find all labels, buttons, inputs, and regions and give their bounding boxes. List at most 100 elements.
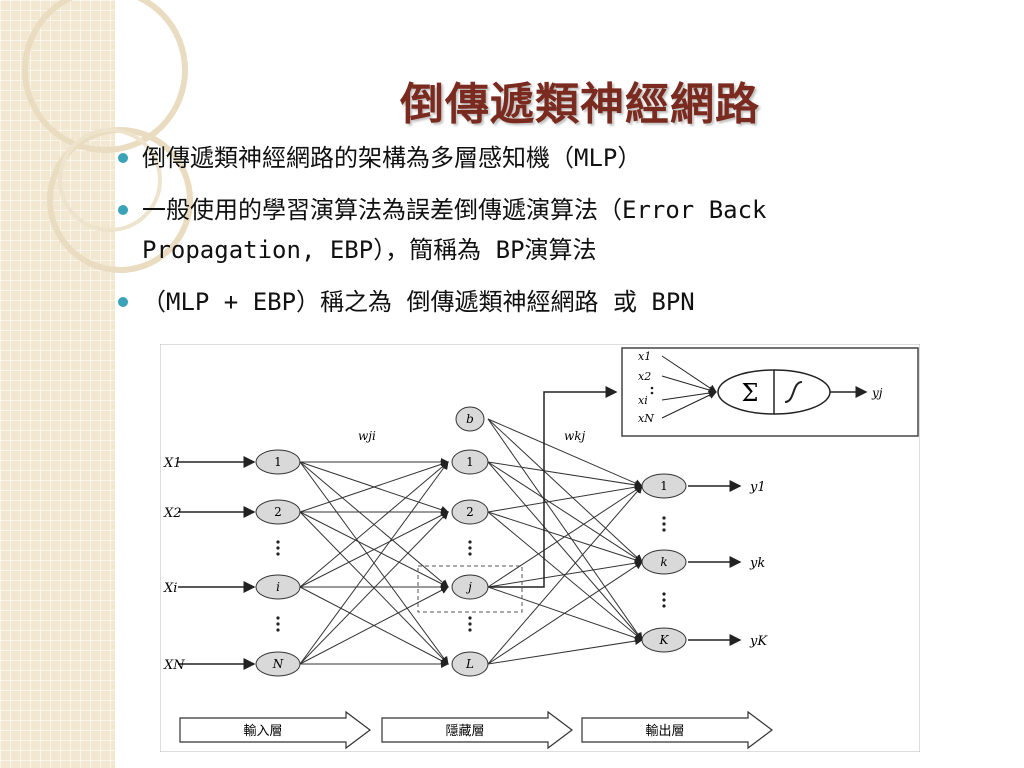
bullet-text: 倒傳遞類神經網路的架構為多層感知機（MLP）	[142, 144, 642, 172]
sigmoid-icon	[784, 381, 803, 403]
edge	[487, 418, 643, 563]
neuron-input-label: x2	[638, 370, 651, 383]
neuron-input-arrow	[661, 375, 717, 394]
edge	[487, 485, 643, 588]
ellipsis-dot	[276, 552, 280, 556]
hidden-node	[451, 574, 489, 600]
ellipsis-dot	[468, 616, 472, 620]
edge	[487, 483, 643, 513]
edge	[487, 511, 643, 641]
layer-arrow	[381, 710, 573, 750]
ellipsis-dot	[662, 604, 666, 608]
bullet-dot-icon	[118, 153, 128, 163]
ellipsis-dot	[468, 622, 472, 626]
input-node	[255, 651, 301, 677]
input-label: X2	[163, 506, 182, 521]
neuron-input-arrow	[661, 389, 717, 401]
layer-arrow	[581, 710, 773, 750]
output-label: yK	[749, 634, 768, 649]
hidden-node	[451, 449, 489, 475]
neuron-input-label: xi	[638, 394, 648, 407]
ellipsis-dot	[468, 552, 472, 556]
ellipsis-dot	[650, 386, 654, 390]
output-node	[641, 473, 687, 499]
layer-label: 輸入層	[243, 724, 282, 739]
layer-arrows: 輸入層 隱藏層 輸出層	[179, 710, 773, 750]
slide-title: 倒傳遞類神經網路	[400, 79, 760, 130]
edge	[487, 418, 643, 487]
bias-node	[455, 406, 485, 432]
edge	[487, 461, 643, 641]
bullet-text: （MLP + EBP）稱之為 倒傳遞類神經網路 或 BPN	[142, 288, 695, 316]
edge	[299, 460, 449, 513]
output-node-label: k	[660, 555, 667, 569]
edge	[487, 461, 643, 563]
input-node-label: i	[276, 580, 280, 594]
bullet-dot-icon	[118, 205, 128, 215]
ellipsis-dot	[276, 622, 280, 626]
highlight-connector	[490, 386, 618, 588]
bullet-item: 倒傳遞類神經網路的架構為多層感知機（MLP）	[112, 138, 932, 178]
output-node-label: K	[659, 633, 670, 647]
neuron-output-label: yj	[871, 386, 883, 400]
ellipsis-dot	[276, 628, 280, 632]
neuron-input-label: xN	[638, 412, 654, 425]
output-node	[641, 549, 687, 575]
highlight-box	[417, 565, 523, 613]
ellipsis-dot	[468, 540, 472, 544]
layer-label: 隱藏層	[445, 724, 484, 739]
hidden-node	[451, 651, 489, 677]
ellipsis-dot	[276, 546, 280, 550]
ellipsis-dot	[662, 592, 666, 596]
ellipsis-dot	[662, 522, 666, 526]
output-node	[641, 627, 687, 653]
bullet-dot-icon	[118, 297, 128, 307]
bullet-list: 倒傳遞類神經網路的架構為多層感知機（MLP） 一般使用的學習演算法為誤差倒傳遞演…	[112, 138, 932, 334]
input-node-label: N	[272, 657, 284, 671]
bullet-item: 一般使用的學習演算法為誤差倒傳遞演算法（Error Back Propagati…	[112, 190, 932, 270]
decorative-rings	[22, 0, 193, 273]
ellipsis-dot	[662, 598, 666, 602]
connection-lines	[178, 386, 742, 670]
layer-arrow	[179, 710, 371, 750]
edge	[299, 586, 449, 665]
hidden-node	[451, 499, 489, 525]
bias-node-label: b	[466, 412, 474, 426]
sum-symbol: Σ	[742, 379, 759, 407]
hidden-node-label: 2	[466, 505, 474, 519]
ellipsis-dot	[650, 391, 654, 395]
output-label: yk	[749, 556, 765, 571]
neuron-inset: x1 x2 xi xN	[638, 350, 717, 425]
bullet-text: 一般使用的學習演算法為誤差倒傳遞演算法（Error Back Propagati…	[142, 196, 767, 264]
decorative-strip	[0, 0, 115, 768]
ellipsis-dot	[468, 628, 472, 632]
hidden-node-label: 1	[466, 455, 474, 469]
input-node-label: 1	[274, 455, 282, 469]
ellipsis-dot	[468, 546, 472, 550]
edge	[299, 461, 449, 588]
edge	[487, 461, 643, 489]
input-node	[255, 449, 301, 475]
neuron-input-arrow	[661, 391, 717, 419]
weight-label-ji: wji	[358, 429, 376, 443]
input-node	[255, 499, 301, 525]
output-node-label: 1	[660, 479, 668, 493]
input-node-label: 2	[274, 505, 282, 519]
edge	[299, 461, 449, 665]
input-node	[255, 574, 301, 600]
edge	[487, 418, 643, 641]
neuron-input-label: x1	[638, 350, 651, 363]
output-label: y1	[749, 480, 766, 495]
ellipsis-dot	[662, 528, 666, 532]
input-label: XN	[163, 658, 185, 673]
input-label: Xi	[163, 581, 177, 596]
layer-label: 輸出層	[645, 724, 684, 739]
edge	[487, 561, 643, 665]
edge	[487, 637, 643, 665]
ellipsis-dot	[662, 516, 666, 520]
ellipsis-dot	[276, 540, 280, 544]
hidden-node-label: L	[465, 657, 474, 671]
